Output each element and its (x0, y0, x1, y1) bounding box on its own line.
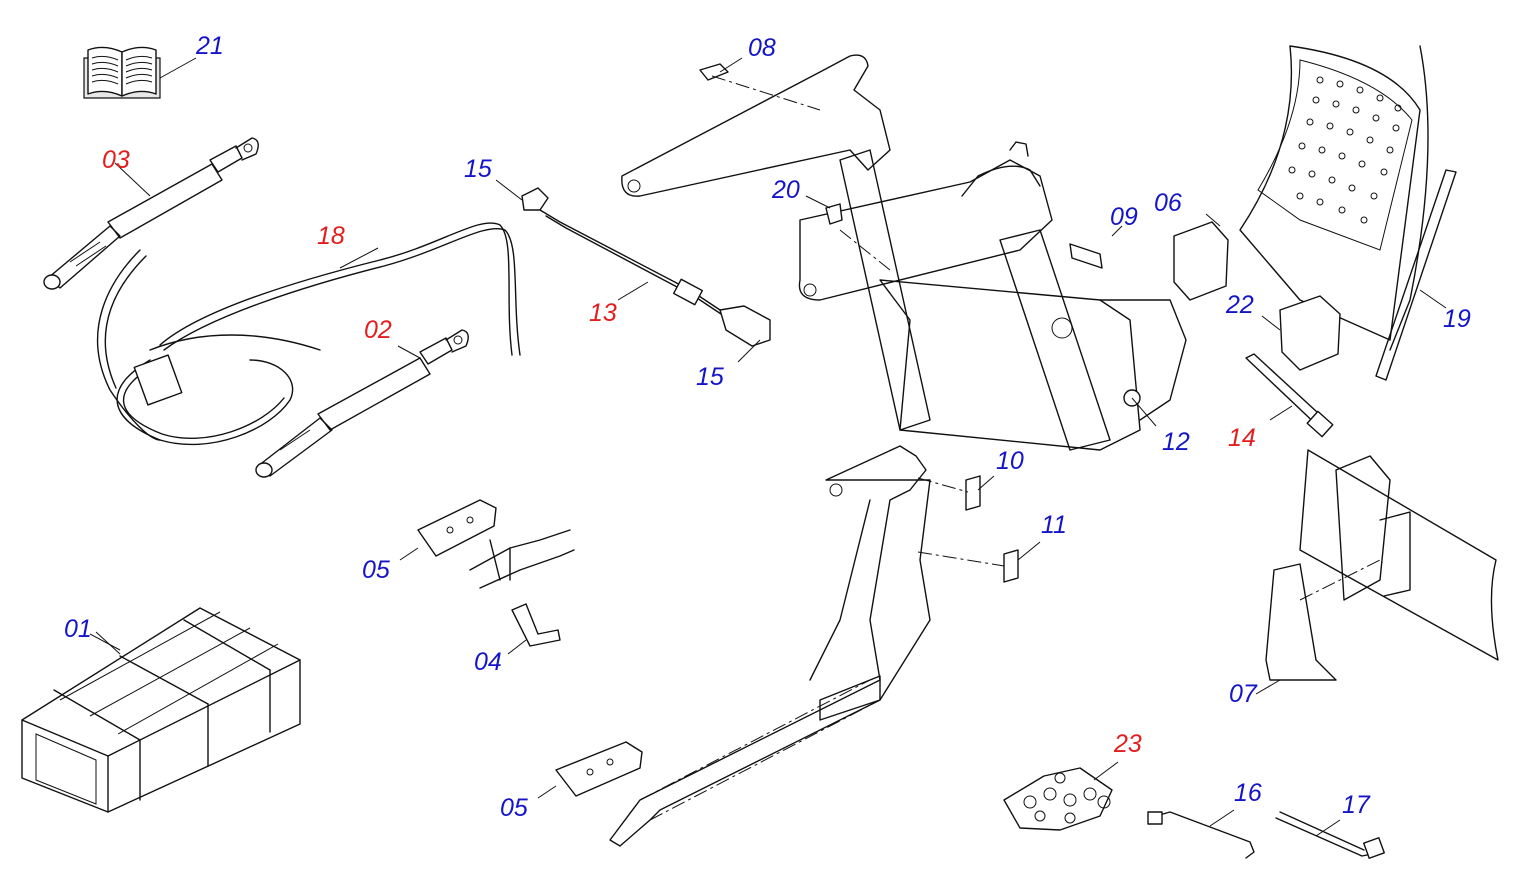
tool-17 (1275, 811, 1385, 859)
callout-03: 03 (102, 146, 130, 174)
callout-19: 19 (1443, 305, 1471, 333)
hydraulic-cylinder-02 (255, 329, 469, 478)
frame-mount (825, 149, 1187, 451)
pin-14 (1245, 353, 1334, 438)
callout-12: 12 (1162, 428, 1190, 456)
callout-18: 18 (317, 222, 345, 250)
callout-23: 23 (1114, 730, 1142, 758)
callout-01: 01 (64, 615, 92, 643)
hydraulic-hoses-18 (96, 222, 521, 446)
callout-04: 04 (474, 648, 502, 676)
grille-holes (1288, 76, 1402, 224)
hardware-kit-23 (1003, 761, 1119, 831)
callout-16: 16 (1234, 779, 1262, 807)
callout-20: 20 (772, 176, 800, 204)
linkage-rod-13 (521, 187, 771, 347)
tool-16 (1147, 809, 1255, 859)
callout-22: 22 (1226, 291, 1254, 319)
loader-arm-upper (621, 54, 1053, 301)
callout-07: 07 (1229, 680, 1257, 708)
callout-05-bottom: 05 (500, 794, 528, 822)
callout-14: 14 (1228, 424, 1256, 452)
callout-11: 11 (1041, 511, 1067, 539)
callout-08: 08 (748, 34, 776, 62)
callout-15-top: 15 (464, 155, 492, 183)
callout-09: 09 (1110, 203, 1138, 231)
callout-02: 02 (364, 316, 392, 344)
dozer-blade-07 (1255, 449, 1499, 695)
grille-guard-19 (1173, 45, 1457, 381)
callout-13: 13 (589, 299, 617, 327)
hydraulic-cylinder-03 (43, 137, 259, 290)
callout-06: 06 (1154, 189, 1182, 217)
mount-brackets-05 (399, 499, 643, 799)
shipping-crate (21, 607, 301, 813)
callout-05-top: 05 (362, 556, 390, 584)
callout-17: 17 (1342, 791, 1370, 819)
manual-book-icon (83, 46, 197, 99)
callout-10: 10 (996, 447, 1024, 475)
loader-frame-lower (609, 445, 1041, 847)
callout-15-bottom: 15 (696, 363, 724, 391)
leader-lines (89, 57, 1157, 651)
callout-21: 21 (196, 32, 224, 60)
